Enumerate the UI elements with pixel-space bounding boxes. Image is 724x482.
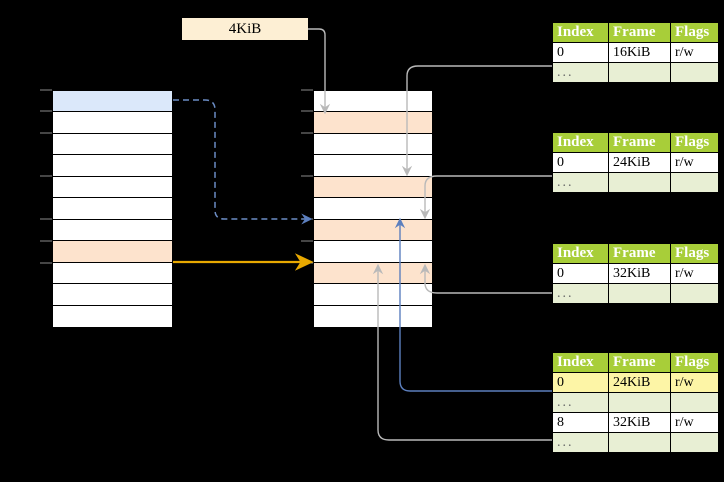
table-cell[interactable] xyxy=(670,283,719,304)
physical-frame-row[interactable] xyxy=(314,262,432,285)
column-header-index: Index xyxy=(552,352,609,373)
virtual-page-row[interactable] xyxy=(53,133,172,156)
table-cell[interactable]: ... xyxy=(552,62,609,83)
virtual-page-row[interactable] xyxy=(53,155,172,177)
table-cell[interactable]: 32KiB xyxy=(608,412,671,433)
table-cell[interactable]: 0 xyxy=(552,42,609,63)
table-cell[interactable] xyxy=(670,172,719,193)
table-cell[interactable]: ... xyxy=(552,283,609,304)
table-cell[interactable] xyxy=(608,62,671,83)
table-row[interactable]: ... xyxy=(552,172,719,193)
table-cell[interactable] xyxy=(670,392,719,413)
table-cell[interactable]: r/w xyxy=(670,42,719,63)
physical-frame-row[interactable] xyxy=(314,241,432,263)
column-header-flags: Flags xyxy=(670,352,719,373)
column-header-index: Index xyxy=(552,243,609,264)
table-cell[interactable] xyxy=(608,172,671,193)
physical-frame-row[interactable] xyxy=(314,91,432,113)
physical-frame-row[interactable] xyxy=(314,219,432,242)
table-cell[interactable] xyxy=(608,392,671,413)
virtual-page-row[interactable] xyxy=(53,112,172,134)
physical-frame-row[interactable] xyxy=(314,155,432,177)
page-size-label: 4KiB xyxy=(182,18,308,40)
table-cell[interactable] xyxy=(670,432,719,453)
table-cell[interactable]: ... xyxy=(552,392,609,413)
column-header-frame: Frame xyxy=(608,22,671,43)
table-cell[interactable]: 16KiB xyxy=(608,42,671,63)
table-cell[interactable]: ... xyxy=(552,172,609,193)
table-cell[interactable] xyxy=(670,62,719,83)
virtual-page-row[interactable] xyxy=(53,176,172,199)
table-cell[interactable] xyxy=(608,432,671,453)
table-cell[interactable]: 0 xyxy=(552,263,609,284)
physical-frame-row[interactable] xyxy=(314,284,432,306)
virtual-address-space-column xyxy=(52,90,173,328)
table-cell[interactable]: 24KiB xyxy=(608,372,671,393)
table-cell[interactable]: 0 xyxy=(552,152,609,173)
column-header-index: Index xyxy=(552,132,609,153)
table3-to-frame-arrow xyxy=(419,263,552,294)
table-cell[interactable]: r/w xyxy=(670,263,719,284)
column-header-frame: Frame xyxy=(608,132,671,153)
column-header-flags: Flags xyxy=(670,132,719,153)
table-cell[interactable]: r/w xyxy=(670,152,719,173)
virtual-page-row[interactable] xyxy=(53,198,172,220)
table-cell[interactable]: r/w xyxy=(670,412,719,433)
column-header-flags: Flags xyxy=(670,243,719,264)
column-header-flags: Flags xyxy=(670,22,719,43)
table-cell[interactable]: 8 xyxy=(552,412,609,433)
virtual-page-row[interactable] xyxy=(53,241,172,263)
physical-frame-row[interactable] xyxy=(314,198,432,220)
table-row[interactable]: ... xyxy=(552,283,719,304)
physical-frame-row[interactable] xyxy=(314,176,432,199)
virtual-page-row[interactable] xyxy=(53,219,172,242)
table-row[interactable]: ... xyxy=(552,62,719,83)
virtual-page-row[interactable] xyxy=(53,284,172,306)
virtual-page-row[interactable] xyxy=(53,91,172,113)
virtual-page-row[interactable] xyxy=(53,305,172,327)
physical-memory-column xyxy=(313,90,433,328)
table-cell[interactable]: r/w xyxy=(670,372,719,393)
virtual-page-row[interactable] xyxy=(53,262,172,285)
physical-frame-row[interactable] xyxy=(314,305,432,327)
column-header-frame: Frame xyxy=(608,352,671,373)
table-cell[interactable]: 24KiB xyxy=(608,152,671,173)
table2-to-frame-arrow xyxy=(419,175,552,220)
table-row[interactable]: ... xyxy=(552,392,719,413)
column-header-frame: Frame xyxy=(608,243,671,264)
table-cell[interactable] xyxy=(608,283,671,304)
virtual-page-to-frame-dashed-arrow xyxy=(173,99,313,225)
physical-frame-row[interactable] xyxy=(314,133,432,156)
table-row[interactable]: ... xyxy=(552,432,719,453)
physical-frame-row[interactable] xyxy=(314,112,432,134)
table-cell[interactable]: 0 xyxy=(552,372,609,393)
column-header-index: Index xyxy=(552,22,609,43)
table-cell[interactable]: 32KiB xyxy=(608,263,671,284)
table-cell[interactable]: ... xyxy=(552,432,609,453)
